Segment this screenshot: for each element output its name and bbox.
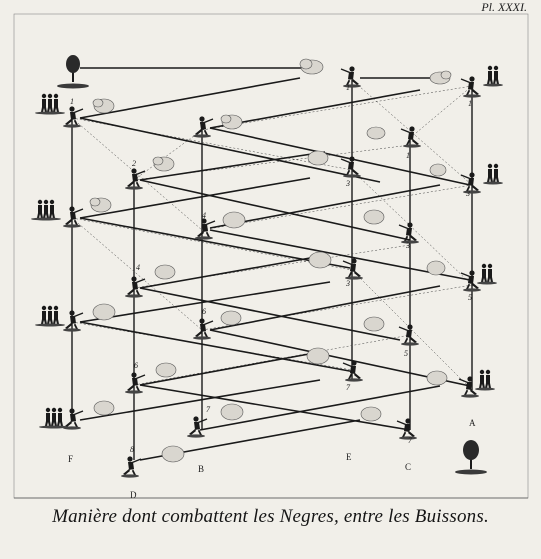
column-label-c: C (405, 462, 412, 472)
plate-number: Pl. XXXI. (481, 0, 527, 14)
smoke-puff (366, 126, 386, 140)
column-label-e: E (346, 452, 352, 462)
kneeling-musketeer (342, 360, 363, 382)
kneeling-musketeer (460, 76, 481, 98)
row-number: 4 (202, 211, 206, 220)
row-number: 3 (345, 179, 350, 188)
smoke-puff (92, 98, 115, 114)
row-number: 1 (468, 99, 472, 108)
plate-caption: Manière dont combattent les Negres, entr… (52, 506, 489, 527)
standing-figures-group (483, 65, 503, 87)
kneeling-musketeer (396, 418, 417, 440)
column-label-d: D (130, 490, 137, 500)
row-number: 4 (136, 263, 140, 272)
smoke-puff (220, 403, 244, 421)
kneeling-musketeer (398, 222, 419, 244)
standing-figures-group (477, 263, 497, 285)
kneeling-musketeer (340, 156, 361, 178)
standing-figures-group (39, 407, 69, 429)
smoke-puff (220, 310, 242, 326)
musketeers (63, 66, 481, 478)
kneeling-musketeer (340, 66, 361, 88)
tree-top-left (57, 55, 89, 89)
column-label-b: B (198, 464, 205, 474)
kneeling-musketeer (187, 416, 208, 438)
kneeling-musketeer (121, 456, 142, 478)
smoke-puff (152, 156, 175, 172)
smoke-puff (308, 251, 332, 269)
row-number: 3 (345, 279, 350, 288)
smoke-puff (154, 264, 176, 280)
kneeling-musketeer (400, 126, 421, 148)
row-number: 7 (206, 405, 211, 414)
tree-bottom-right (455, 440, 487, 475)
smoke-puff (222, 211, 246, 229)
standing-groups (31, 65, 503, 429)
smoke-puff (92, 303, 116, 321)
row-number: 5 (404, 349, 408, 358)
kneeling-musketeer (458, 376, 479, 398)
kneeling-musketeer (398, 324, 419, 346)
firing-lines (79, 67, 471, 461)
column-label-a: A (469, 418, 476, 428)
row-number: 1 (70, 97, 74, 106)
row-number: 2 (200, 117, 204, 126)
plate-border (13, 13, 529, 499)
kneeling-musketeer (195, 218, 216, 240)
row-number: 3 (405, 241, 410, 250)
kneeling-musketeer (63, 206, 84, 228)
standing-figures-group (483, 163, 503, 185)
column-lines (71, 80, 473, 460)
row-number: 1 (406, 151, 410, 160)
standing-figures-group (475, 369, 495, 391)
smoke-puff (426, 260, 446, 276)
kneeling-musketeer (63, 310, 84, 332)
row-number: 6 (202, 307, 206, 316)
smoke-puff (161, 445, 185, 463)
kneeling-musketeer (125, 168, 146, 190)
standing-figures-group (35, 93, 65, 115)
row-number: 7 (346, 383, 351, 392)
kneeling-musketeer (125, 372, 146, 394)
smoke-puff (306, 347, 330, 365)
kneeling-musketeer (193, 116, 214, 138)
smoke-puff (363, 316, 385, 332)
row-number: 8 (130, 445, 134, 454)
smoke-puff (360, 406, 382, 422)
row-number: 3 (465, 189, 470, 198)
kneeling-musketeer (460, 172, 481, 194)
smoke-puff (93, 400, 115, 416)
smoke-puff (220, 114, 243, 130)
smoke-puff (429, 70, 452, 85)
standing-figures-group (35, 305, 65, 327)
smoke-puff (299, 58, 324, 75)
row-number: 2 (132, 159, 136, 168)
row-numbers: 1 1 1 2 1 2 3 3 4 3 4 3 5 6 5 6 7 7 8 7 (70, 83, 472, 454)
kneeling-musketeer (63, 106, 84, 128)
row-number: 5 (468, 293, 472, 302)
kneeling-musketeer (342, 258, 363, 280)
row-number: 6 (134, 361, 138, 370)
smoke-puff (426, 370, 448, 386)
smoke-puff (307, 150, 329, 166)
kneeling-musketeer (460, 270, 481, 292)
kneeling-musketeer (63, 408, 84, 430)
smoke-puffs (89, 58, 452, 463)
row-number: 7 (408, 436, 413, 445)
smoke-puff (155, 362, 177, 378)
smoke-puff (363, 209, 385, 225)
kneeling-musketeer (193, 318, 214, 340)
smoke-puff (429, 163, 447, 177)
row-number: 1 (346, 83, 350, 92)
standing-figures-group (31, 199, 61, 221)
smoke-puff (89, 197, 112, 213)
column-label-f: F (68, 454, 74, 464)
kneeling-musketeer (125, 276, 146, 298)
